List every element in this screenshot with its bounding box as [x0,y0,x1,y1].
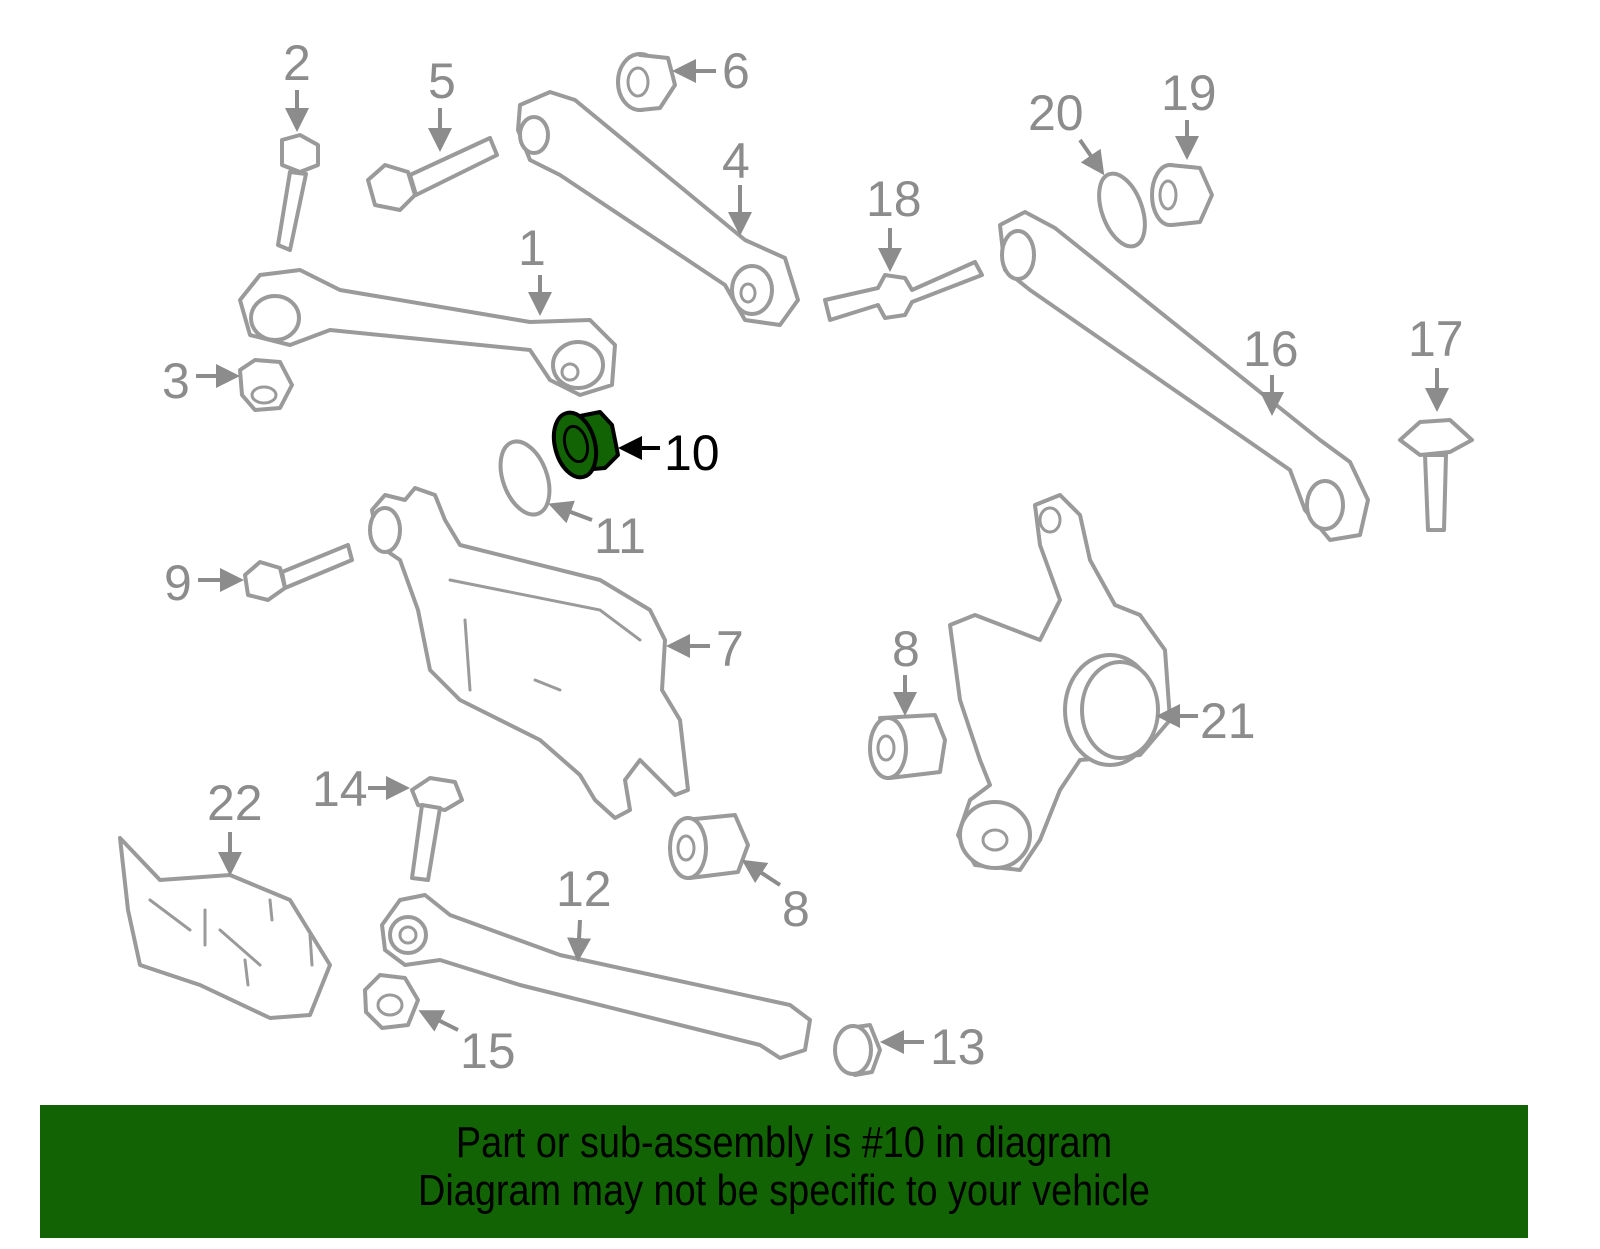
callout-8-lower: 8 [782,881,810,937]
info-banner: Part or sub-assembly is #10 in diagram D… [40,1105,1528,1238]
part-10-bushing-highlighted[interactable] [547,408,620,482]
part-14-bolt[interactable] [410,776,464,882]
banner-line-2: Diagram may not be specific to your vehi… [418,1166,1150,1215]
callout-8: 8 [892,621,920,677]
callout-5: 5 [428,53,456,109]
callout-1: 1 [518,220,546,276]
part-9-bolt[interactable] [243,543,354,602]
callout-12: 12 [556,861,612,917]
callout-20: 20 [1028,85,1084,141]
part-18-bolt[interactable] [823,260,984,322]
part-4-control-arm[interactable] [516,90,800,327]
part-21-knuckle[interactable] [948,493,1172,872]
part-7-trailing-arm[interactable] [368,486,690,820]
part-3-nut[interactable] [238,358,294,412]
part-6-nut[interactable] [616,52,677,112]
part-17-bolt[interactable] [1398,418,1474,532]
banner-line-1: Part or sub-assembly is #10 in diagram [455,1118,1113,1167]
callouts: 1 2 3 4 5 6 7 8 8 9 10 11 12 13 14 15 16… [162,35,1464,1079]
part-2-bolt[interactable] [276,133,320,252]
callout-22: 22 [207,775,263,831]
callout-13: 13 [930,1019,986,1075]
part-20-washer[interactable] [1090,167,1154,252]
callout-19: 19 [1161,65,1217,121]
part-5-bolt[interactable] [366,136,499,212]
callout-21: 21 [1200,693,1256,749]
part-15-nut[interactable] [363,973,420,1030]
callout-18: 18 [866,171,922,227]
callout-6: 6 [722,43,750,99]
part-8-bushing-lower[interactable] [668,813,750,880]
callout-3: 3 [162,353,190,409]
part-16-control-arm[interactable] [998,210,1370,542]
callout-15: 15 [460,1023,516,1079]
part-12-control-arm[interactable] [380,893,812,1060]
callout-2: 2 [283,35,311,91]
callout-7: 7 [716,621,744,677]
part-8-bushing[interactable] [868,713,947,780]
part-22-heat-shield[interactable] [118,836,332,1020]
part-1-control-arm[interactable] [238,268,617,397]
callout-10-highlighted: 10 [664,425,720,481]
callout-14: 14 [312,761,368,817]
callout-17: 17 [1408,311,1464,367]
callout-16: 16 [1243,321,1299,377]
callout-4: 4 [722,133,750,189]
callout-9: 9 [164,555,192,611]
part-13-bushing[interactable] [833,1023,882,1077]
part-19-nut[interactable] [1150,163,1214,227]
part-11-washer[interactable] [491,435,558,521]
callout-11: 11 [594,508,646,564]
